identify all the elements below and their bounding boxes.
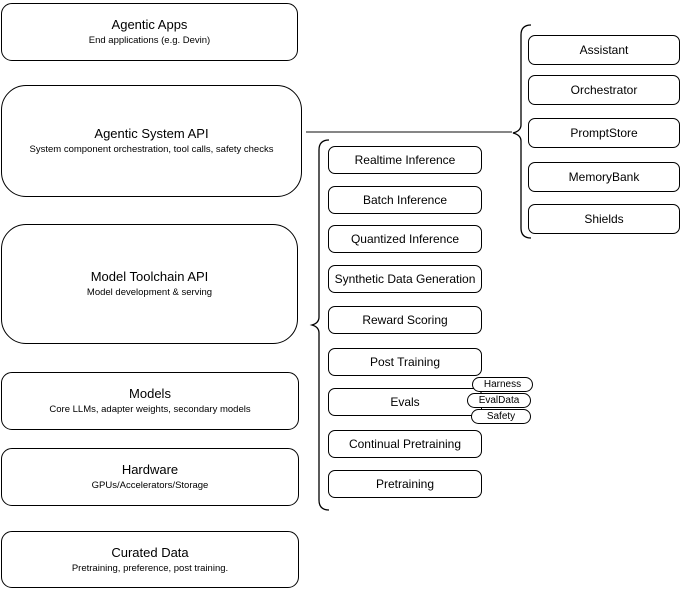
node-reward-scoring: Reward Scoring [328, 306, 482, 334]
node-subtitle: GPUs/Accelerators/Storage [91, 480, 209, 491]
node-label: Continual Pretraining [348, 437, 462, 451]
node-post-training: Post Training [328, 348, 482, 376]
node-title: Hardware [121, 462, 179, 477]
badge-evaldata: EvalData [467, 393, 531, 408]
node-label: Evals [390, 395, 420, 409]
node-assistant: Assistant [528, 35, 680, 65]
node-label: Pretraining [375, 477, 435, 491]
node-subtitle: Pretraining, preference, post training. [71, 562, 229, 574]
badge-label: Safety [486, 411, 516, 422]
node-evals: Evals [328, 388, 482, 416]
node-label: Quantized Inference [350, 232, 460, 246]
node-label: Batch Inference [362, 193, 448, 207]
node-label: Reward Scoring [362, 313, 448, 327]
node-agentic-system-api: Agentic System API System component orch… [1, 85, 302, 197]
curly-brace-toolchain [309, 139, 330, 511]
node-promptstore: PromptStore [528, 118, 680, 148]
node-continual-pretraining: Continual Pretraining [328, 430, 482, 458]
node-label: Orchestrator [570, 83, 638, 97]
node-title: Curated Data [111, 544, 189, 560]
node-title: Agentic Apps [111, 17, 188, 32]
node-subtitle: Core LLMs, adapter weights, secondary mo… [49, 404, 251, 415]
node-subtitle: System component orchestration, tool cal… [29, 144, 274, 155]
node-pretraining: Pretraining [328, 470, 482, 498]
badge-label: EvalData [478, 395, 520, 406]
node-realtime-inference: Realtime Inference [328, 146, 482, 174]
node-title: Models [129, 386, 171, 401]
badge-safety: Safety [471, 409, 531, 424]
badge-harness: Harness [472, 377, 533, 392]
node-agentic-apps: Agentic Apps End applications (e.g. Devi… [1, 3, 298, 61]
node-models: Models Core LLMs, adapter weights, secon… [1, 372, 299, 430]
node-label: Synthetic Data Generation [334, 272, 476, 286]
node-label: PromptStore [570, 126, 638, 140]
node-hardware: Hardware GPUs/Accelerators/Storage [1, 448, 299, 506]
node-label: Post Training [369, 355, 441, 369]
node-batch-inference: Batch Inference [328, 186, 482, 214]
node-label: MemoryBank [568, 170, 640, 184]
node-orchestrator: Orchestrator [528, 75, 680, 105]
node-curated-data: Curated Data Pretraining, preference, po… [1, 531, 299, 588]
node-label: Realtime Inference [354, 153, 456, 167]
node-subtitle: Model development & serving [86, 287, 213, 298]
node-model-toolchain-api: Model Toolchain API Model development & … [1, 224, 298, 344]
node-title: Agentic System API [94, 126, 209, 141]
node-memorybank: MemoryBank [528, 162, 680, 192]
node-subtitle: End applications (e.g. Devin) [88, 35, 211, 46]
node-label: Assistant [579, 43, 629, 57]
node-quantized-inference: Quantized Inference [328, 225, 482, 253]
node-synthetic-data-generation: Synthetic Data Generation [328, 265, 482, 293]
node-shields: Shields [528, 204, 680, 234]
node-label: Shields [584, 212, 624, 226]
badge-label: Harness [483, 379, 522, 390]
node-title: Model Toolchain API [90, 269, 209, 284]
